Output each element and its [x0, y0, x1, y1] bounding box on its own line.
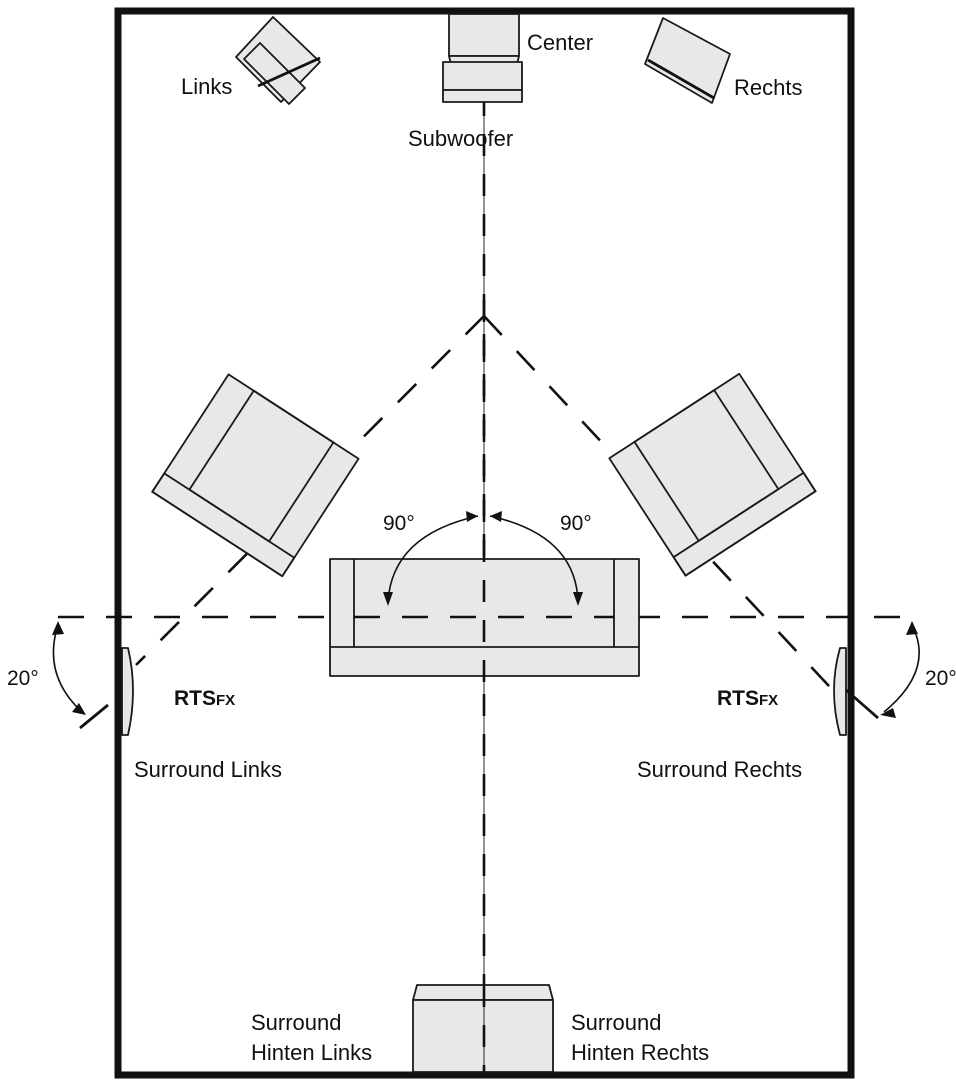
right-90-arrow-bottom [573, 592, 583, 606]
room-wall [114, 7, 855, 1079]
label-surround-hinten-rechts-line2: Hinten Rechts [571, 1040, 709, 1065]
label-20-right: 20° [925, 667, 956, 690]
brand-rts-left: RTSFX [174, 687, 235, 710]
right-armchair [608, 372, 817, 577]
label-90-left: 90° [383, 512, 415, 535]
label-surround-links: Surround Links [134, 757, 282, 782]
surround-right-speaker [833, 647, 879, 736]
right-20-arc [883, 624, 920, 713]
front-right-speaker [644, 17, 731, 104]
left-armchair [151, 373, 360, 578]
left-90-arrow-top [466, 511, 478, 522]
left-90-arrow-bottom [383, 592, 393, 606]
label-surround-rechts: Surround Rechts [637, 757, 802, 782]
right-90-arc [489, 515, 579, 603]
surround-left-speaker [79, 647, 134, 736]
left-20-arrow-bottom [72, 703, 86, 715]
left-20-arc [52, 624, 83, 713]
label-center: Center [527, 30, 593, 55]
label-20-left: 20° [7, 667, 39, 690]
label-links: Links [181, 74, 232, 99]
label-rechts: Rechts [734, 75, 802, 100]
label-surround-hinten-links-line2: Hinten Links [251, 1040, 372, 1065]
brand-rts-right: RTSFX [717, 687, 778, 710]
label-surround-hinten-links-line1: Surround [251, 1010, 342, 1035]
subwoofer-speaker [442, 61, 523, 103]
right-20-arrow-bottom [880, 708, 896, 718]
left-90-arc [387, 515, 479, 603]
right-20-arrow-top [906, 621, 918, 635]
sofa [329, 558, 640, 677]
label-surround-hinten-rechts-line1: Surround [571, 1010, 662, 1035]
front-left-speaker [235, 16, 321, 105]
label-subwoofer: Subwoofer [408, 126, 513, 151]
left-20-arrow-top [52, 621, 64, 635]
label-90-right: 90° [560, 512, 592, 535]
right-90-arrow-top [490, 511, 502, 522]
